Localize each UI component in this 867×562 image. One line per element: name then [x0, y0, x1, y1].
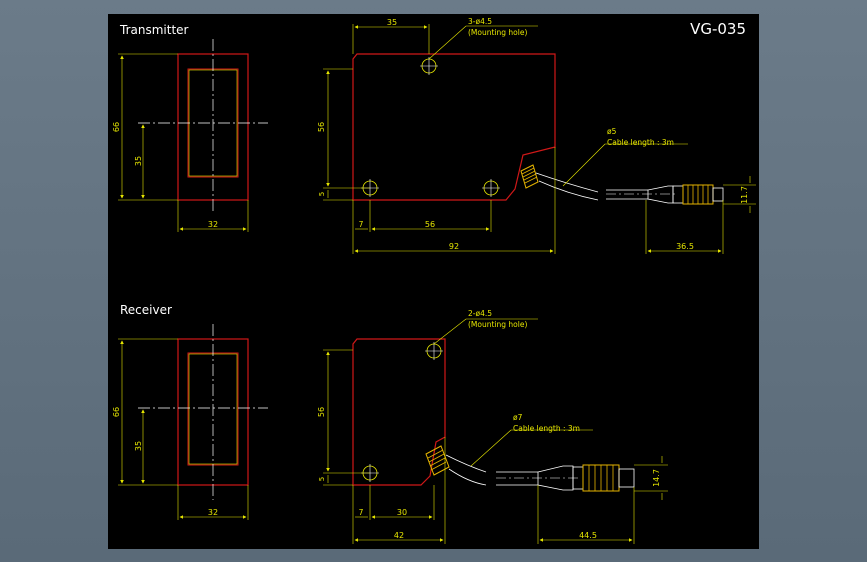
rx-hole-left: 7 [359, 508, 364, 517]
model-label: VG-035 [690, 20, 746, 38]
rx-cable-dia: ø7 [513, 413, 523, 422]
tx-front-height: 66 [112, 122, 121, 132]
technical-drawing: Transmitter VG-035 66 35 32 [112, 17, 756, 544]
rx-connector-length: 44.5 [579, 531, 597, 540]
tx-side-height: 56 [317, 122, 326, 132]
rx-connector-dia: 14.7 [652, 469, 661, 487]
rx-front-center-height: 35 [134, 441, 143, 451]
rx-hole-spacing: 30 [397, 508, 407, 517]
receiver-front-view: 66 35 32 [112, 324, 268, 520]
transmitter-side-view: 35 3-ø4.5 (Mounting hole) 56 5 7 56 92 ø… [317, 17, 756, 254]
rx-front-height: 66 [112, 407, 121, 417]
rx-hole-offset: 5 [318, 477, 326, 481]
rx-cable-length: Cable length : 3m [513, 424, 580, 433]
tx-length: 92 [449, 242, 459, 251]
tx-hole-left: 7 [359, 220, 364, 229]
tx-top-offset: 35 [387, 18, 397, 27]
tx-connector-length: 36.5 [676, 242, 694, 251]
tx-hole-note-sub: (Mounting hole) [468, 28, 527, 37]
rx-hole-note-sub: (Mounting hole) [468, 320, 527, 329]
tx-hole-spacing: 56 [425, 220, 435, 229]
tx-front-center-height: 35 [134, 156, 143, 166]
tx-connector-dia: 11.7 [740, 186, 749, 204]
tx-cable-dia: ø5 [607, 127, 617, 136]
transmitter-front-view: 66 35 32 [112, 39, 268, 232]
rx-hole-note: 2-ø4.5 [468, 309, 492, 318]
rx-side-height: 56 [317, 407, 326, 417]
rx-length: 42 [394, 531, 404, 540]
tx-hole-offset: 5 [318, 192, 326, 196]
tx-cable-length: Cable length : 3m [607, 138, 674, 147]
tx-front-width: 32 [208, 220, 218, 229]
receiver-side-view: 2-ø4.5 (Mounting hole) 56 5 7 30 42 ø7 C… [317, 309, 668, 544]
transmitter-title: Transmitter [119, 23, 189, 37]
receiver-title: Receiver [120, 303, 172, 317]
rx-front-width: 32 [208, 508, 218, 517]
drawing-canvas[interactable]: Transmitter VG-035 66 35 32 [108, 14, 759, 549]
tx-hole-note: 3-ø4.5 [468, 17, 492, 26]
